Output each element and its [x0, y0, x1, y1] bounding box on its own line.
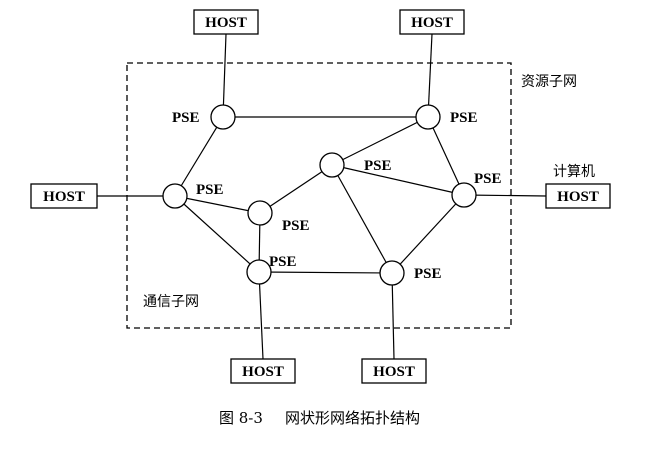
- figure-title: 网状形网络拓扑结构: [285, 409, 420, 427]
- link-pse-center-to-pse-bottom-right: [331, 164, 393, 274]
- pse-label: PSE: [196, 182, 224, 198]
- host-label: HOST: [242, 364, 284, 380]
- host-label: HOST: [411, 15, 453, 31]
- pse-bottom-left: PSE: [246, 254, 297, 285]
- host-right: HOST: [545, 183, 611, 209]
- link-host-top-left-to-pse-top-left: [222, 33, 227, 118]
- link-pse-top-left-to-pse-left: [174, 116, 224, 197]
- pse-label: PSE: [474, 171, 502, 187]
- host-bottom-right: HOST: [361, 358, 427, 384]
- link-pse-bottom-left-to-pse-bottom-right: [258, 271, 393, 274]
- link-pse-right-to-pse-bottom-right: [391, 194, 465, 274]
- host-label: HOST: [43, 189, 85, 205]
- host-label: HOST: [557, 189, 599, 205]
- host-left: HOST: [30, 183, 98, 209]
- pse-center: PSE: [319, 152, 392, 178]
- link-host-top-right-to-pse-top-right: [427, 33, 433, 118]
- computer-label: 计算机: [553, 164, 595, 180]
- host-top-left: HOST: [193, 9, 259, 35]
- pse-label: PSE: [282, 218, 310, 234]
- pse-label: PSE: [172, 110, 200, 126]
- link-pse-top-right-to-pse-right: [427, 116, 465, 196]
- link-host-bottom-right-to-pse-bottom-right: [391, 272, 395, 360]
- host-top-right: HOST: [399, 9, 465, 35]
- pse-right: PSE: [451, 171, 502, 208]
- link-pse-center-to-pse-right: [331, 164, 465, 196]
- pse-top-right: PSE: [415, 104, 478, 130]
- link-host-right-to-pse-right: [463, 194, 547, 197]
- pse-inner: PSE: [247, 200, 310, 234]
- link-pse-left-to-pse-inner: [174, 195, 261, 214]
- host-label: HOST: [373, 364, 415, 380]
- host-label: HOST: [205, 15, 247, 31]
- pse-label: PSE: [450, 110, 478, 126]
- link-host-bottom-left-to-pse-bottom-left: [258, 271, 264, 360]
- host-bottom-left: HOST: [230, 358, 296, 384]
- resource-subnet-label: 资源子网: [521, 74, 577, 90]
- pse-label: PSE: [414, 266, 442, 282]
- figure-number: 图 8-3: [219, 409, 263, 427]
- link-pse-center-to-pse-inner: [259, 164, 333, 214]
- pse-label: PSE: [364, 158, 392, 174]
- pse-label: PSE: [269, 254, 297, 270]
- pse-bottom-right: PSE: [379, 260, 442, 286]
- pse-left: PSE: [162, 182, 224, 209]
- pse-top-left: PSE: [172, 104, 236, 130]
- link-pse-top-right-to-pse-center: [331, 116, 429, 166]
- link-pse-left-to-pse-bottom-left: [174, 195, 260, 273]
- communication-subnet-label: 通信子网: [143, 294, 199, 310]
